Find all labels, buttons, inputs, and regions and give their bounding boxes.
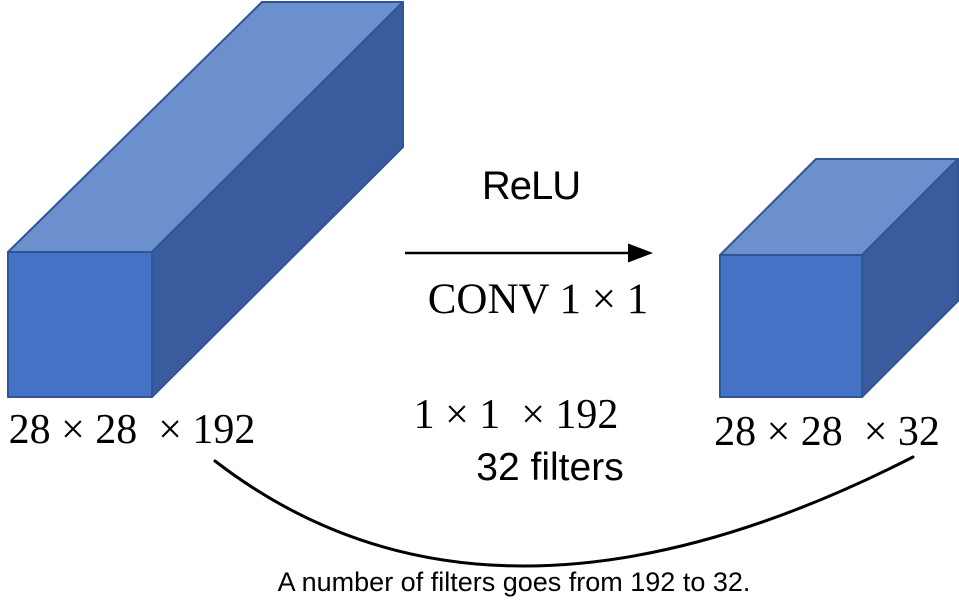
output-box-front-face [719, 254, 863, 398]
conv-label: CONV 1 × 1 [427, 276, 649, 323]
filters-count-label: 32 filters [476, 446, 624, 489]
input-box-front-face [7, 251, 153, 398]
output-volume-box [719, 158, 959, 398]
input-volume-box [7, 1, 404, 398]
reduction-curve [213, 455, 915, 568]
operation-arrow [405, 243, 653, 263]
arrow-head-icon [628, 243, 653, 263]
caption-text: A number of filters goes from 192 to 32. [277, 567, 751, 597]
kernel-dims-label: 1 × 1 × 192 [413, 392, 619, 438]
relu-label: ReLU [481, 164, 581, 208]
output-dims-label: 28 × 28 × 32 [714, 409, 940, 455]
input-dims-label: 28 × 28 × 192 [8, 407, 256, 453]
